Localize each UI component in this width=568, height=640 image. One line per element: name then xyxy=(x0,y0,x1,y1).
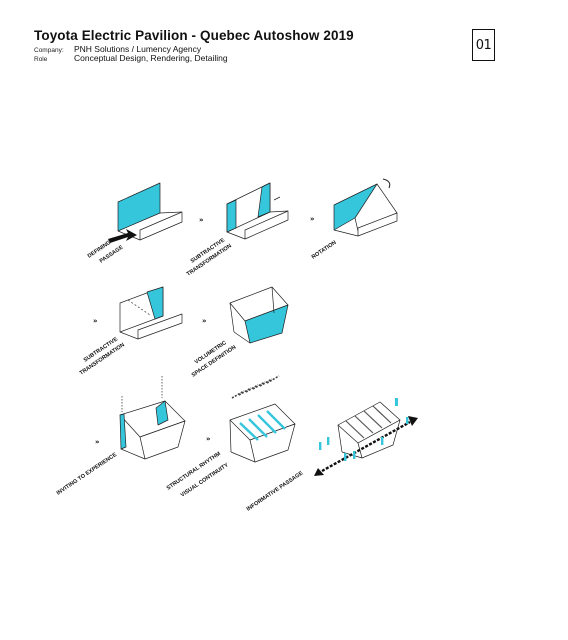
page-number: 01 xyxy=(475,37,492,53)
company-key: Company: xyxy=(34,47,64,54)
step-marker: » xyxy=(93,317,98,325)
diagram-volumetric xyxy=(229,286,289,344)
step-marker: » xyxy=(202,317,207,325)
cut-arrow-icon xyxy=(273,196,281,201)
step-marker: » xyxy=(206,435,211,443)
diagram-inviting xyxy=(119,376,186,460)
step-marker: » xyxy=(199,216,204,224)
passage-arrow-icon xyxy=(108,229,137,243)
company-value: PNH Solutions / Lumency Agency xyxy=(74,44,202,54)
step-marker: » xyxy=(310,215,315,223)
page-number-box: 01 xyxy=(472,29,495,61)
page-title: Toyota Electric Pavilion - Quebec Autosh… xyxy=(34,28,354,43)
role-key: Role xyxy=(34,56,48,63)
role-value: Conceptual Design, Rendering, Detailing xyxy=(74,53,228,63)
label-informative: INFORMATIVE PASSAGE xyxy=(246,470,305,512)
diagram-structural xyxy=(229,375,296,463)
label-inviting: INVITING TO EXPERIENCE xyxy=(56,452,119,497)
arrow-right-icon xyxy=(408,416,418,426)
diagram-rotation xyxy=(333,178,398,237)
rotate-arrow-icon xyxy=(382,178,391,189)
diagram-subtractive-2 xyxy=(119,286,183,340)
diagram-subtractive-1 xyxy=(226,182,289,240)
label-structural-2: VISUAL CONTINUITY xyxy=(180,462,230,499)
role-row: Role Conceptual Design, Rendering, Detail… xyxy=(34,53,228,63)
diagram-defining-passage xyxy=(108,182,183,243)
company-row: Company: PNH Solutions / Lumency Agency xyxy=(34,44,201,54)
visitors-icon xyxy=(319,398,409,461)
diagram-informative-passage xyxy=(314,398,418,476)
step-markers: » » » » » » xyxy=(93,215,315,446)
step-marker: » xyxy=(95,438,100,446)
diagram-labels: DEFINING A PASSAGE SUBTRACTIVE TRANSFORM… xyxy=(56,237,338,513)
label-rotation: ROTATION xyxy=(311,240,338,261)
arrow-left-icon xyxy=(314,468,324,476)
